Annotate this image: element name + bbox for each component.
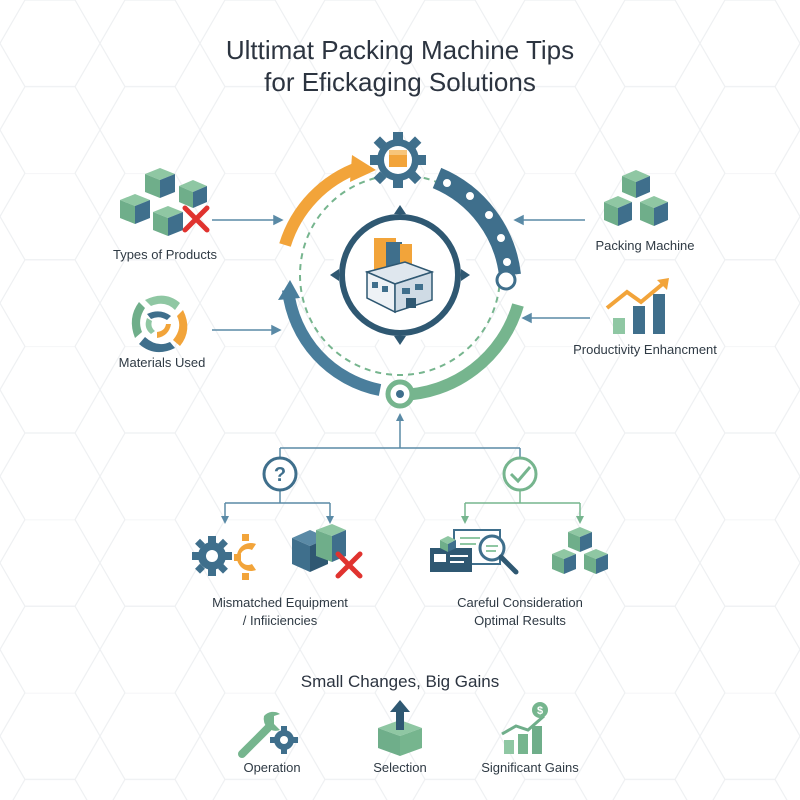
svg-text:$: $: [537, 705, 543, 717]
left-branch-line-2: / Infiiciencies: [242, 613, 318, 628]
green-arc: [399, 303, 524, 401]
chain-links: [441, 177, 513, 268]
selection-label: Selection: [373, 760, 427, 775]
recycle-materials-icon: [131, 295, 188, 353]
orange-arrowhead: [350, 155, 376, 182]
dollar-chart-icon: $: [501, 702, 548, 754]
right-branch-line-1: Careful Consideration: [457, 595, 583, 610]
title-line-1: Ulttimat Packing Machine Tips: [225, 35, 575, 65]
left-branch-line-1: Mismatched Equipment: [212, 595, 348, 610]
magnifier-document-icon: [430, 529, 519, 575]
mismatched-box-icon: [292, 524, 363, 579]
page-title: Ulttimat Packing Machine Tips for Eficka…: [0, 34, 800, 98]
question-icon: ?: [262, 456, 298, 492]
materials-used-label: Materials Used: [118, 355, 206, 370]
input-arrows: [212, 214, 590, 336]
decision-tree: [224, 418, 521, 518]
optimal-boxes-icon: [552, 527, 608, 574]
blue-arc: [282, 289, 382, 396]
svg-text:?: ?: [274, 464, 286, 486]
gear-box-icon: [370, 132, 426, 188]
productivity-label: Productivity Enhancment: [573, 342, 717, 357]
right-branch-label: Careful Consideration Optimal Results: [430, 594, 610, 630]
box-upload-icon: [378, 700, 422, 756]
check-icon: [502, 456, 538, 492]
factory-icon: [330, 205, 470, 345]
left-branch-label: Mismatched Equipment / Infiiciencies: [190, 594, 370, 630]
significant-gains-label: Significant Gains: [481, 760, 579, 775]
title-line-2: for Efickaging Solutions: [264, 67, 536, 97]
gears-icon: [192, 534, 256, 580]
orange-arc: [279, 161, 363, 247]
packing-machine-boxes-icon: [604, 170, 668, 226]
footer-heading: Small Changes, Big Gains: [300, 672, 500, 691]
types-of-products-label: Types of Products: [112, 247, 218, 262]
growth-chart-icon: [605, 278, 669, 334]
right-branch-line-2: Optimal Results: [474, 613, 566, 628]
packing-machine-label: Packing Machine: [595, 238, 695, 253]
operation-label: Operation: [243, 760, 301, 775]
box-stack-icon: [120, 168, 210, 236]
wrench-gear-icon: [238, 711, 298, 758]
